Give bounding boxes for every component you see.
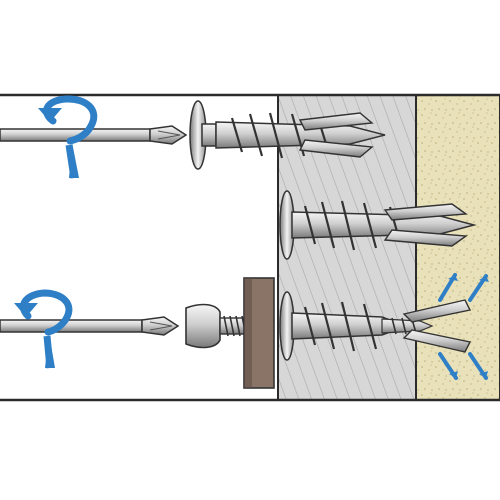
screwdriver-tip <box>149 125 188 145</box>
installed-anchor <box>279 190 477 260</box>
screw <box>185 303 247 349</box>
drywall-anchor-icon <box>189 100 386 170</box>
step-3-screwdriver <box>0 316 180 336</box>
screwdriver-tip-bottom <box>141 316 180 336</box>
expanded-anchor <box>279 291 472 361</box>
rotation-arrow-icon-bottom <box>14 289 73 369</box>
expansion-arrows-icon <box>438 273 489 380</box>
screwdriver-shaft-bottom <box>0 319 143 333</box>
rotation-arrow-icon <box>38 95 98 179</box>
washer <box>243 277 275 389</box>
substrate-layer <box>415 94 500 401</box>
